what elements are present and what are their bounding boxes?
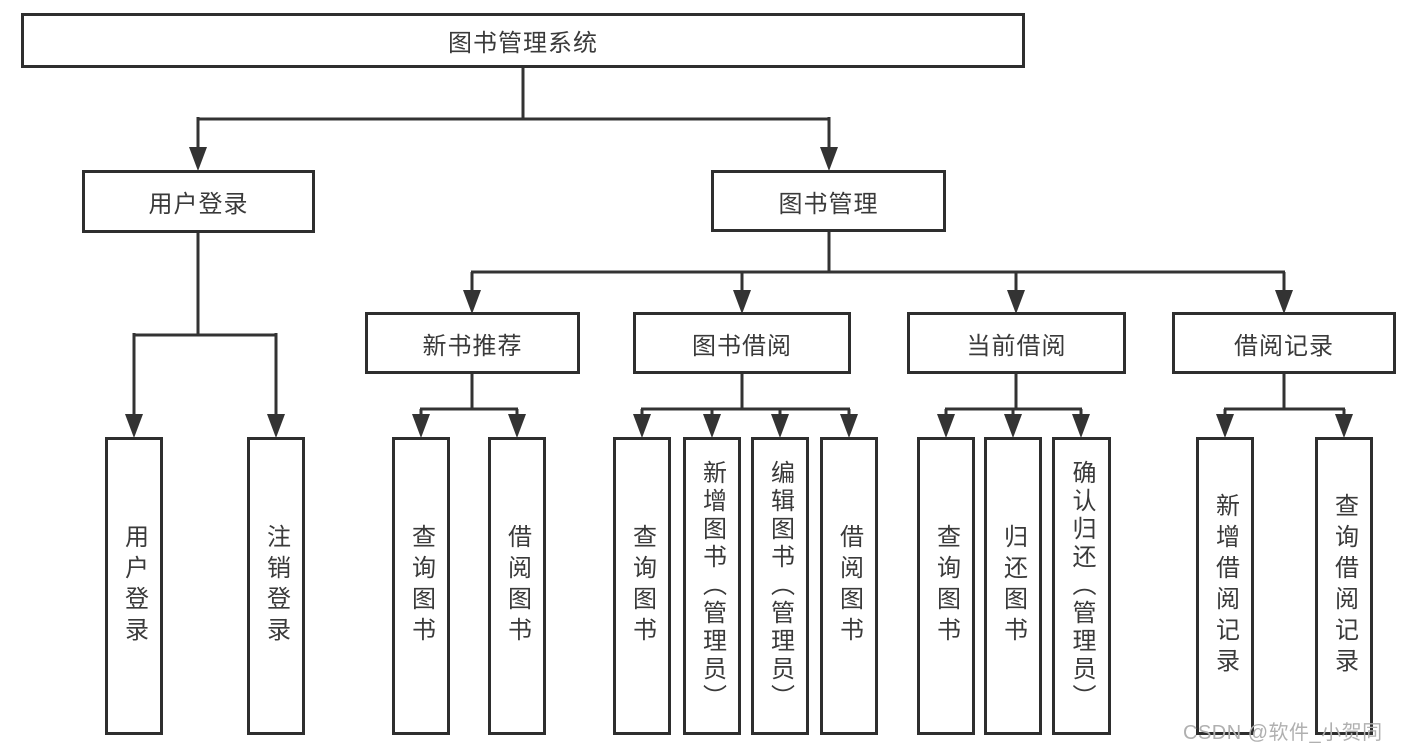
leaf-logout-login: 注销登录 <box>247 437 305 735</box>
leaf-borrow-books-recommend: 借阅图书 <box>488 437 546 735</box>
head-current-borrow: 当前借阅 <box>907 312 1126 374</box>
head-borrow-records: 借阅记录 <box>1172 312 1396 374</box>
leaf-query-books-recommend: 查询图书 <box>392 437 450 735</box>
leaf-add-books-admin: 新增图书（管理员） <box>683 437 741 735</box>
head-book-borrow: 图书借阅 <box>633 312 851 374</box>
branch-user-login: 用户登录 <box>82 170 315 233</box>
branch-book-management: 图书管理 <box>711 170 946 232</box>
connector-new-book-recommend-to-leaves <box>419 374 519 417</box>
connector-book-borrow-to-leaves <box>640 374 851 417</box>
connector-borrow-records-to-leaves <box>1223 374 1346 417</box>
leaf-query-borrow-record: 查询借阅记录 <box>1315 437 1373 735</box>
leaf-query-books-current: 查询图书 <box>917 437 975 735</box>
head-new-book-recommend: 新书推荐 <box>365 312 580 374</box>
leaf-user-login: 用户登录 <box>105 437 163 735</box>
leaf-borrow-books-borrow: 借阅图书 <box>820 437 878 735</box>
leaf-return-books: 归还图书 <box>984 437 1042 735</box>
connector-book-management-to-level3 <box>470 232 1286 293</box>
root-node-library-management-system: 图书管理系统 <box>21 13 1025 68</box>
connector-user-login-to-leaves <box>132 233 278 417</box>
leaf-add-borrow-record: 新增借阅记录 <box>1196 437 1254 735</box>
leaf-edit-books-admin: 编辑图书（管理员） <box>751 437 809 735</box>
connector-root-to-level2 <box>196 68 831 150</box>
leaf-confirm-return-admin: 确认归还（管理员） <box>1052 437 1111 735</box>
arrowheads <box>125 147 1353 438</box>
connector-current-borrow-to-leaves <box>944 374 1083 417</box>
leaf-query-books-borrow: 查询图书 <box>613 437 671 735</box>
csdn-watermark: CSDN @软件_小贺同学 <box>1183 722 1383 744</box>
